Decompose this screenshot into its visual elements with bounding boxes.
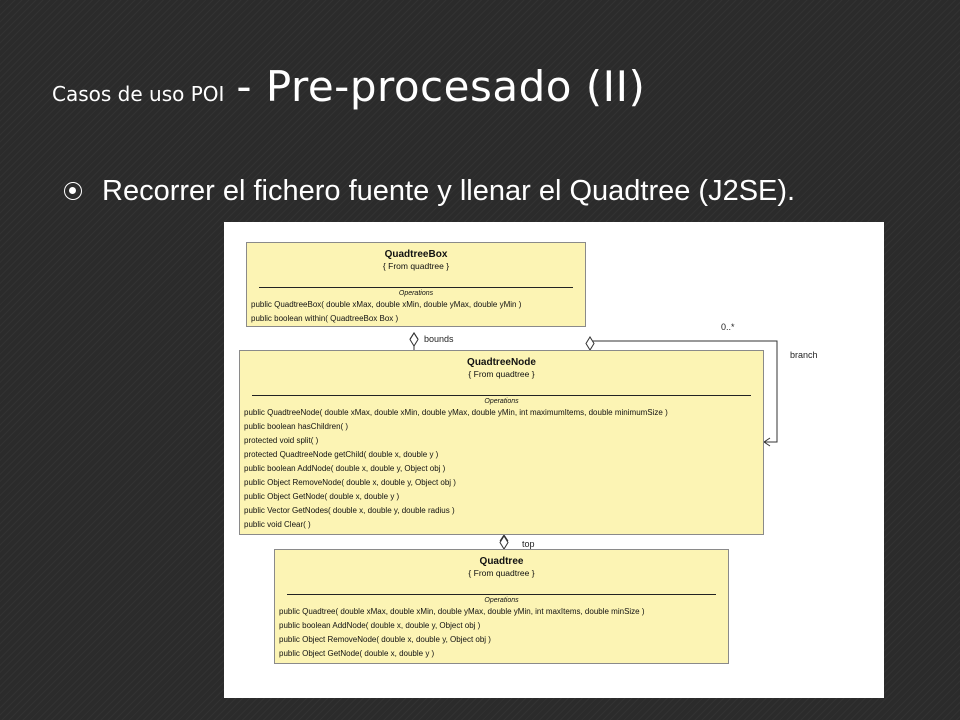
top-arrowhead xyxy=(499,534,509,542)
operation-row: public Quadtree( double xMax, double xMi… xyxy=(279,607,645,616)
class-divider xyxy=(252,395,751,396)
operations-heading: Operations xyxy=(398,290,434,297)
class-quadtreenode[interactable]: QuadtreeNode { From quadtree } Operation… xyxy=(239,350,764,535)
class-header: QuadtreeBox { From quadtree } xyxy=(247,243,585,287)
class-header: Quadtree { From quadtree } xyxy=(275,550,728,594)
class-divider xyxy=(287,594,716,595)
class-header: QuadtreeNode { From quadtree } xyxy=(240,351,763,395)
class-divider xyxy=(259,287,573,288)
operation-row: public Object GetNode( double x, double … xyxy=(244,492,400,501)
operation-row: public boolean AddNode( double x, double… xyxy=(244,464,446,473)
bounds-arrowhead xyxy=(409,332,419,340)
class-quadtreebox[interactable]: QuadtreeBox { From quadtree } Operations… xyxy=(246,242,586,327)
class-stereotype: { From quadtree } xyxy=(468,568,535,578)
top-aggregation-diamond xyxy=(499,535,509,550)
operation-row: public QuadtreeNode( double xMax, double… xyxy=(244,408,668,417)
operation-row: public Object GetNode( double x, double … xyxy=(279,649,435,658)
operation-row: public boolean hasChildren( ) xyxy=(244,422,349,431)
operation-row: protected QuadtreeNode getChild( double … xyxy=(244,450,439,459)
class-name: Quadtree xyxy=(479,556,524,567)
slide-title: Casos de uso POI - Pre-procesado (II) xyxy=(52,62,645,111)
operation-row: public void Clear( ) xyxy=(244,520,311,529)
bounds-aggregation-diamond xyxy=(409,332,419,347)
title-main: - Pre-procesado (II) xyxy=(236,62,646,111)
bullet-item: Recorrer el fichero fuente y llenar el Q… xyxy=(64,172,854,210)
branch-arrowhead xyxy=(763,437,771,447)
bullet-circle-icon xyxy=(64,182,82,200)
association-lines xyxy=(409,332,778,550)
top-label: top xyxy=(522,539,535,549)
class-stereotype: { From quadtree } xyxy=(382,261,450,271)
uml-class-diagram: bounds 0..* branch top QuadtreeBox { Fro… xyxy=(224,222,884,698)
operation-row: public Vector GetNodes( double x, double… xyxy=(244,506,455,515)
operations-heading: Operations xyxy=(484,398,519,405)
operation-row: public Object RemoveNode( double x, doub… xyxy=(244,478,456,487)
bullet-text: Recorrer el fichero fuente y llenar el Q… xyxy=(102,175,796,207)
branch-multiplicity-label: 0..* xyxy=(721,322,735,332)
branch-label: branch xyxy=(790,350,818,360)
title-prefix: Casos de uso POI xyxy=(52,82,225,106)
operation-row: public boolean AddNode( double x, double… xyxy=(279,621,481,630)
operation-row: public Object RemoveNode( double x, doub… xyxy=(279,635,491,644)
operation-row: protected void split( ) xyxy=(244,436,319,445)
operation-row: public boolean within( QuadtreeBox Box ) xyxy=(251,314,399,323)
class-name: QuadtreeNode xyxy=(467,357,536,368)
operation-row: public QuadtreeBox( double xMax, double … xyxy=(251,300,522,309)
bounds-label: bounds xyxy=(424,334,454,344)
branch-aggregation-diamond xyxy=(585,336,595,351)
class-quadtree[interactable]: Quadtree { From quadtree } Operations pu… xyxy=(274,549,729,664)
operations-heading: Operations xyxy=(484,597,519,604)
class-stereotype: { From quadtree } xyxy=(468,369,535,379)
class-name: QuadtreeBox xyxy=(384,249,448,260)
